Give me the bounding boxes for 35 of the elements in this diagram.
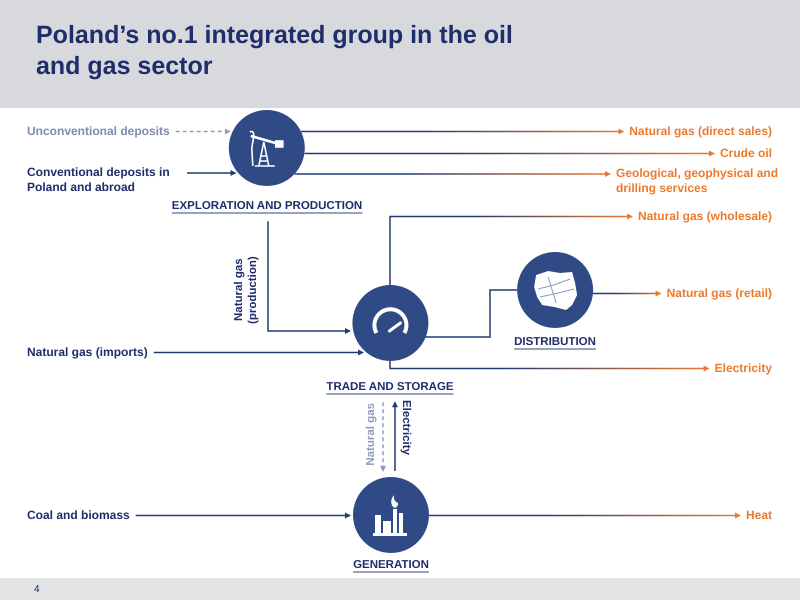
arrow (304, 150, 715, 156)
flow-label: Natural gas (wholesale) (638, 209, 772, 224)
edge-label: Natural gas (364, 403, 378, 466)
flow-label: Conventional deposits in Poland and abroad (27, 165, 177, 195)
arrow (176, 128, 231, 134)
arrow (389, 361, 710, 372)
arrow (380, 402, 386, 472)
arrow (267, 221, 351, 334)
flow-label: Natural gas (retail) (666, 286, 772, 301)
arrow (187, 170, 236, 176)
arrow (154, 350, 364, 356)
node-heading: DISTRIBUTION (514, 335, 596, 350)
arrow (294, 171, 611, 177)
arrow (592, 290, 662, 296)
arrow (429, 512, 741, 518)
arrow (136, 512, 351, 518)
slide-title: Poland’s no.1 integrated group in the oil and gas sector (36, 20, 514, 82)
edge-label: Electricity (399, 400, 413, 455)
arrow (392, 401, 398, 471)
node-heading: GENERATION (353, 558, 429, 573)
flow-label: Crude oil (720, 146, 772, 161)
flow-label: Natural gas (imports) (27, 345, 148, 360)
arrow (389, 214, 633, 285)
page-number: 4 (34, 583, 40, 597)
flow-label: Heat (746, 508, 772, 523)
flow-label: Unconventional deposits (27, 124, 170, 139)
flow-label: Coal and biomass (27, 508, 130, 523)
connector-line (425, 289, 517, 338)
node-heading: TRADE AND STORAGE (326, 380, 454, 395)
edge-label: Natural gas (production) (232, 255, 260, 326)
node-heading: EXPLORATION AND PRODUCTION (172, 199, 362, 214)
arrow (301, 128, 624, 134)
flow-label: Electricity (714, 361, 772, 376)
flow-label: Natural gas (direct sales) (629, 124, 772, 139)
flow-label: Geological, geophysical and drilling services (616, 166, 784, 196)
